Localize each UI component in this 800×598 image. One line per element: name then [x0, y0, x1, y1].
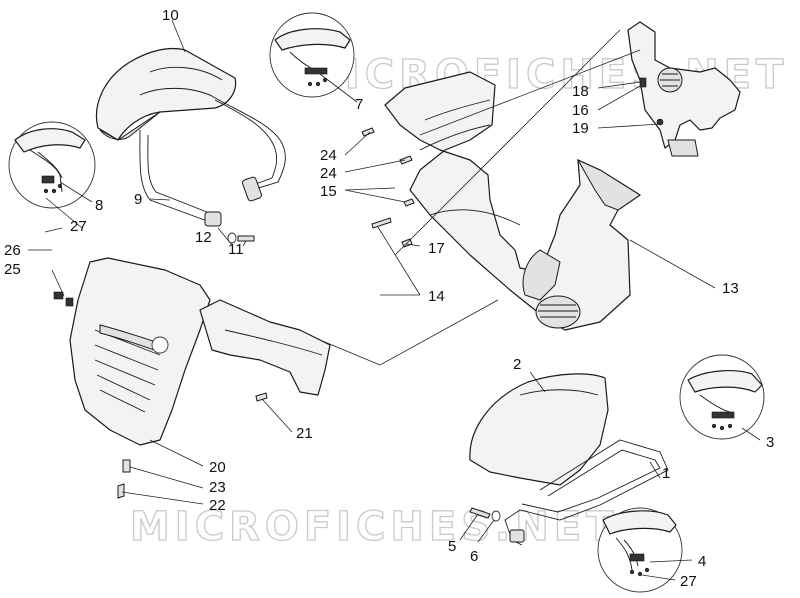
label-22: 22	[209, 497, 226, 514]
nut-icon-16	[639, 77, 647, 88]
screw-icon-22	[117, 483, 125, 499]
glovebox-tunnel	[199, 299, 331, 396]
label-1: 1	[662, 465, 670, 482]
label-17: 17	[428, 240, 445, 257]
screw-icon-14	[371, 217, 392, 229]
label-26: 26	[4, 242, 21, 259]
watermark-bottom: MICROFICHES.NET	[130, 504, 618, 550]
vent-grille-icon	[535, 295, 581, 329]
front-mudguard	[95, 47, 237, 141]
label-15: 15	[320, 183, 337, 200]
callout-labels: 1 2 3 4 5 6 7 8 9 10 11 12 13 14 15 16 1…	[4, 7, 774, 590]
label-18: 18	[572, 83, 589, 100]
detail-circle-bottom	[597, 507, 683, 593]
label-24b: 24	[320, 165, 337, 182]
rear-mudguard	[469, 373, 609, 486]
mudguard-bracket	[139, 129, 213, 223]
rear-panel	[627, 21, 741, 157]
detail-circle-right	[679, 354, 765, 440]
nut-icon-26	[53, 291, 64, 300]
label-5: 5	[448, 538, 456, 555]
detail-circle-top	[269, 12, 355, 98]
clip-icon-top	[304, 67, 328, 75]
label-12: 12	[195, 229, 212, 246]
label-4: 4	[698, 553, 706, 570]
leg-shield	[384, 71, 641, 331]
label-14: 14	[428, 288, 445, 305]
rear-mudguard-assembly	[469, 373, 669, 546]
screw-icon-19	[656, 118, 664, 126]
label-3: 3	[766, 434, 774, 451]
screws-center	[361, 127, 415, 248]
leader-lines	[28, 19, 761, 581]
label-25: 25	[4, 261, 21, 278]
detail-circle-left	[8, 121, 96, 209]
label-20: 20	[209, 459, 226, 476]
label-6: 6	[470, 548, 478, 565]
label-13: 13	[722, 280, 739, 297]
front-mudguard-side	[99, 111, 161, 141]
label-10: 10	[162, 7, 179, 24]
spacer-icon-23	[122, 459, 131, 473]
label-8: 8	[95, 197, 103, 214]
label-19: 19	[572, 120, 589, 137]
screw-icon-24b	[399, 155, 413, 165]
label-23: 23	[209, 479, 226, 496]
screw-icon-21	[255, 392, 268, 402]
front-mudguard-assembly	[95, 47, 286, 227]
bracket-tab-right	[242, 176, 262, 202]
glovebox-assembly	[53, 257, 331, 499]
label-7: 7	[355, 96, 363, 113]
label-24a: 24	[320, 147, 337, 164]
rear-bracket	[504, 439, 669, 546]
bolt-icon-5	[469, 507, 491, 519]
knob-icon	[151, 336, 169, 354]
screw-icon-15	[403, 198, 415, 207]
label-27a: 27	[70, 218, 87, 235]
clip-icon-right	[711, 411, 735, 419]
rear-panel-body	[627, 21, 741, 149]
label-21: 21	[296, 425, 313, 442]
clip-icon-bottom	[629, 553, 645, 562]
screw-icon-24a	[361, 127, 375, 137]
bracket-tab-left	[204, 211, 222, 227]
clip-icon-25	[65, 297, 74, 307]
clip-icon	[41, 175, 55, 184]
washer-icon-6	[491, 510, 501, 522]
glovebox-body	[69, 257, 211, 446]
label-9: 9	[134, 191, 142, 208]
label-11: 11	[228, 241, 244, 258]
label-16: 16	[572, 102, 589, 119]
washer-icon	[227, 232, 237, 244]
label-27b: 27	[680, 573, 697, 590]
label-2: 2	[513, 356, 521, 373]
